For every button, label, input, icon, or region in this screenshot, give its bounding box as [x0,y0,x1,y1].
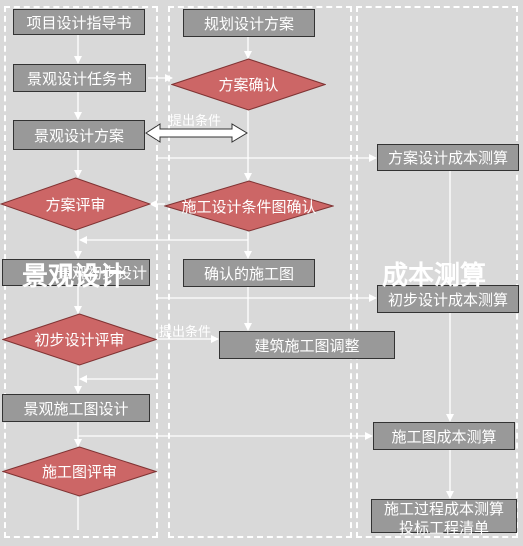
conditions-note-2: 提出条件 [159,325,212,340]
landscape-lane-title: 景观设计 [22,262,127,292]
scheme-confirm-diamond: 方案确认 [171,58,326,111]
planning-scheme-box: 规划设计方案 [183,9,315,37]
landscape-preliminary-box: 景观初步设计 [2,259,150,286]
landscape-construction-box: 景观施工图设计 [2,394,150,422]
scheme-cost-box: 方案设计成本测算 [377,144,519,171]
preliminary-review-diamond: 初步设计评审 [2,313,157,366]
landscape-scheme-box: 景观设计方案 [13,120,145,150]
process-cost-line1: 施工过程成本测算 [383,500,504,518]
scheme-review-diamond: 方案评审 [0,177,151,231]
confirmed-construction-box: 确认的施工图 [183,259,315,287]
cost-lane [356,6,518,538]
construction-cost-box: 施工图成本测算 [373,422,515,450]
double-arrow [145,123,248,143]
construction-conditions-diamond: 施工设计条件图确认 [164,180,334,232]
process-cost-box: 施工过程成本测算 投标工程清单 [371,499,517,537]
construction-review-diamond: 施工图评审 [2,446,157,497]
construction-review-label: 施工图评审 [41,463,117,481]
planning-lane [168,6,352,538]
project-guide-box: 项目设计指导书 [13,9,145,35]
scheme-review-label: 方案评审 [45,195,106,214]
conditions-note-1: 提出条件 [169,114,222,129]
cost-lane-title: 成本测算 [382,261,487,291]
construction-conditions-label: 施工设计条件图确认 [181,197,317,216]
process-cost-line2: 投标工程清单 [398,519,489,537]
scheme-confirm-label: 方案确认 [218,76,279,94]
landscape-task-box: 景观设计任务书 [13,64,146,92]
preliminary-cost-box: 初步设计成本测算 [377,285,519,313]
preliminary-review-label: 初步设计评审 [34,331,125,349]
building-adjust-box: 建筑施工图调整 [219,331,395,359]
